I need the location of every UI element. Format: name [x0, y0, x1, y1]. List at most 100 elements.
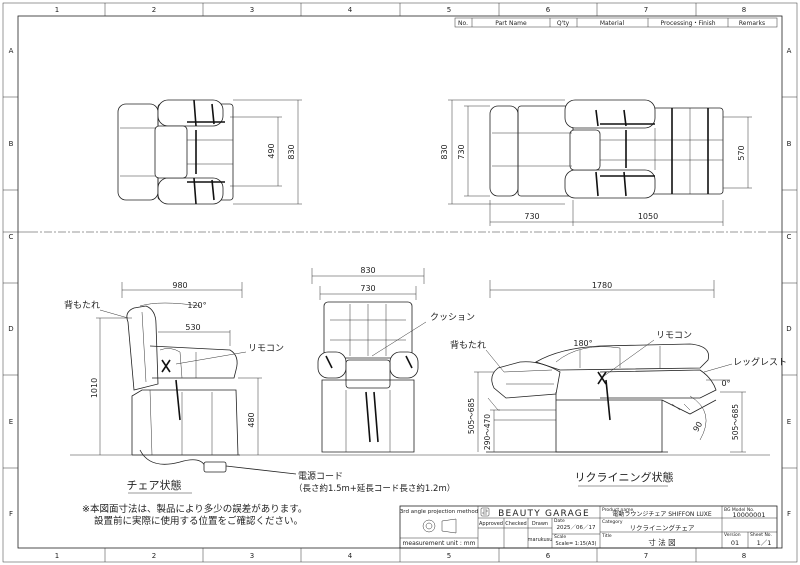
col-5-bottom: 5: [447, 552, 451, 560]
dim-chair-arm: 530: [185, 323, 200, 332]
row-e-right: E: [787, 418, 791, 426]
col-3-top: 3: [250, 6, 254, 14]
checked-label: Checked: [505, 521, 526, 527]
dim-floor-range: 290～470: [483, 414, 492, 450]
chair-top-view: [117, 99, 234, 205]
brand-logo: [480, 507, 490, 517]
chair-side-dims: 980 120° 530 1010 480 背もたれ リモコン: [64, 281, 284, 455]
measurement-unit: measurement unit : mm: [403, 540, 476, 547]
chair-top-dims: 490 830: [230, 99, 302, 205]
version-label: Version: [724, 532, 741, 538]
dim-leg-range: 505～685: [731, 404, 740, 440]
chair-state-title: チェア状態: [127, 478, 182, 492]
chair-front-view: [317, 301, 419, 453]
reclined-top-view: [489, 99, 724, 199]
col-6-bottom: 6: [546, 552, 551, 560]
approved-label: Approved: [479, 521, 503, 527]
dim-reclined-base: 730: [524, 212, 539, 221]
dim-chair-depth: 980: [172, 281, 187, 290]
col-6-top: 6: [546, 6, 551, 14]
chair-side-view: [126, 305, 240, 456]
row-e-left: E: [9, 418, 13, 426]
dim-front-inner: 730: [360, 284, 375, 293]
dim-reclined-length: 1780: [592, 281, 612, 290]
date-value: 2025／06／17: [557, 524, 596, 531]
title-value: 寸 法 図: [648, 537, 675, 547]
row-c-right: C: [787, 233, 792, 241]
label-chair-remote: リモコン: [248, 344, 284, 354]
dim-top-width: 490: [267, 143, 276, 158]
col-4-bottom: 4: [348, 552, 353, 560]
row-a-right: A: [787, 47, 792, 55]
col-7-top: 7: [644, 6, 648, 14]
col-1-bottom: 1: [55, 552, 59, 560]
dim-reclined-seat: 730: [457, 144, 466, 159]
col-part-name: Part Name: [495, 20, 527, 27]
model-value: 10000001: [732, 511, 765, 519]
reclining-state-title: リクライニング状態: [575, 470, 674, 484]
dim-top-depth: 830: [287, 144, 296, 159]
scale-label: Scale: [554, 534, 566, 540]
col-material: Material: [600, 20, 625, 27]
dim-reclined-angle: 180°: [573, 339, 592, 348]
note-line-1: ※本図面寸法は、製品により多少の誤差があります。: [82, 503, 307, 515]
col-no: No.: [458, 20, 468, 27]
label-reclined-remote: リモコン: [656, 331, 692, 341]
label-cushion: クッション: [430, 312, 475, 323]
dim-leg-arc: 90: [691, 420, 704, 433]
col-3-bottom: 3: [250, 552, 254, 560]
col-processing: Processing・Finish: [660, 20, 715, 27]
label-chair-back: 背もたれ: [64, 299, 100, 311]
sheet-label: Sheet No.: [750, 532, 772, 538]
dim-chair-seat-height: 480: [247, 412, 256, 427]
row-c-left: C: [9, 233, 14, 241]
inner-frame: [17, 15, 783, 549]
chair-front-dims: 830 730 クッション: [311, 266, 475, 357]
brand-name: BEAUTY GARAGE: [498, 509, 590, 519]
row-b-right: B: [787, 140, 792, 148]
col-5-top: 5: [447, 6, 451, 14]
category-label: Category: [602, 519, 623, 525]
col-qty: Q'ty: [557, 20, 570, 27]
projection-method: 3rd angle projection method: [400, 509, 478, 515]
sheet-value: 1／1: [757, 539, 772, 547]
product-label: Product name: [602, 507, 634, 513]
note-line-2: 設置前に実際に使用する位置をご確認ください。: [94, 515, 303, 527]
row-a-left: A: [9, 47, 14, 55]
col-remarks: Remarks: [739, 20, 765, 27]
model-label: BG Model No.: [724, 507, 754, 513]
col-8-bottom: 8: [742, 552, 746, 560]
title-label: Title: [601, 533, 612, 539]
dim-reclined-extension: 1050: [638, 212, 658, 221]
row-f-right: F: [787, 510, 791, 518]
grid-markers: 1 2 3 4 5 6 7 8 1 2 3 4 5 6 7 8 A B C D …: [3, 3, 797, 562]
label-legrest: レッグレスト: [733, 356, 787, 368]
dim-seat-range: 505～685: [467, 398, 476, 434]
drawer-name: marukusu: [528, 537, 553, 543]
version-value: 01: [731, 539, 739, 547]
row-d-left: D: [8, 325, 13, 333]
dim-front-width: 830: [360, 266, 375, 275]
col-7-bottom: 7: [644, 552, 648, 560]
col-8-top: 8: [742, 6, 746, 14]
reclined-top-dims: 830 730 570 730 1050: [440, 99, 752, 226]
row-f-left: F: [9, 510, 13, 518]
reclined-side-view: [486, 343, 717, 453]
dim-chair-angle: 120°: [187, 301, 206, 310]
reclined-side-dims: 1780 180° 0° 90 505～685 290～470 505～685 …: [450, 280, 787, 453]
row-d-right: D: [786, 325, 791, 333]
col-4-top: 4: [348, 6, 353, 14]
dim-chair-height: 1010: [90, 378, 99, 398]
row-b-left: B: [9, 140, 14, 148]
dim-reclined-width: 570: [737, 145, 746, 160]
col-2-bottom: 2: [152, 552, 156, 560]
dim-reclined-depth: 830: [440, 144, 449, 159]
parts-table: No. Part Name Q'ty Material Processing・F…: [454, 17, 778, 28]
scale-value: Scale= 1:15(A3): [556, 541, 597, 547]
col-2-top: 2: [152, 6, 156, 14]
date-label: Date: [554, 518, 565, 524]
power-note: （長さ約1.5m+延長コード長さ約1.2m）: [294, 483, 455, 494]
dim-leg-angle: 0°: [721, 379, 730, 388]
category-value: リクライニングチェア: [630, 523, 696, 532]
